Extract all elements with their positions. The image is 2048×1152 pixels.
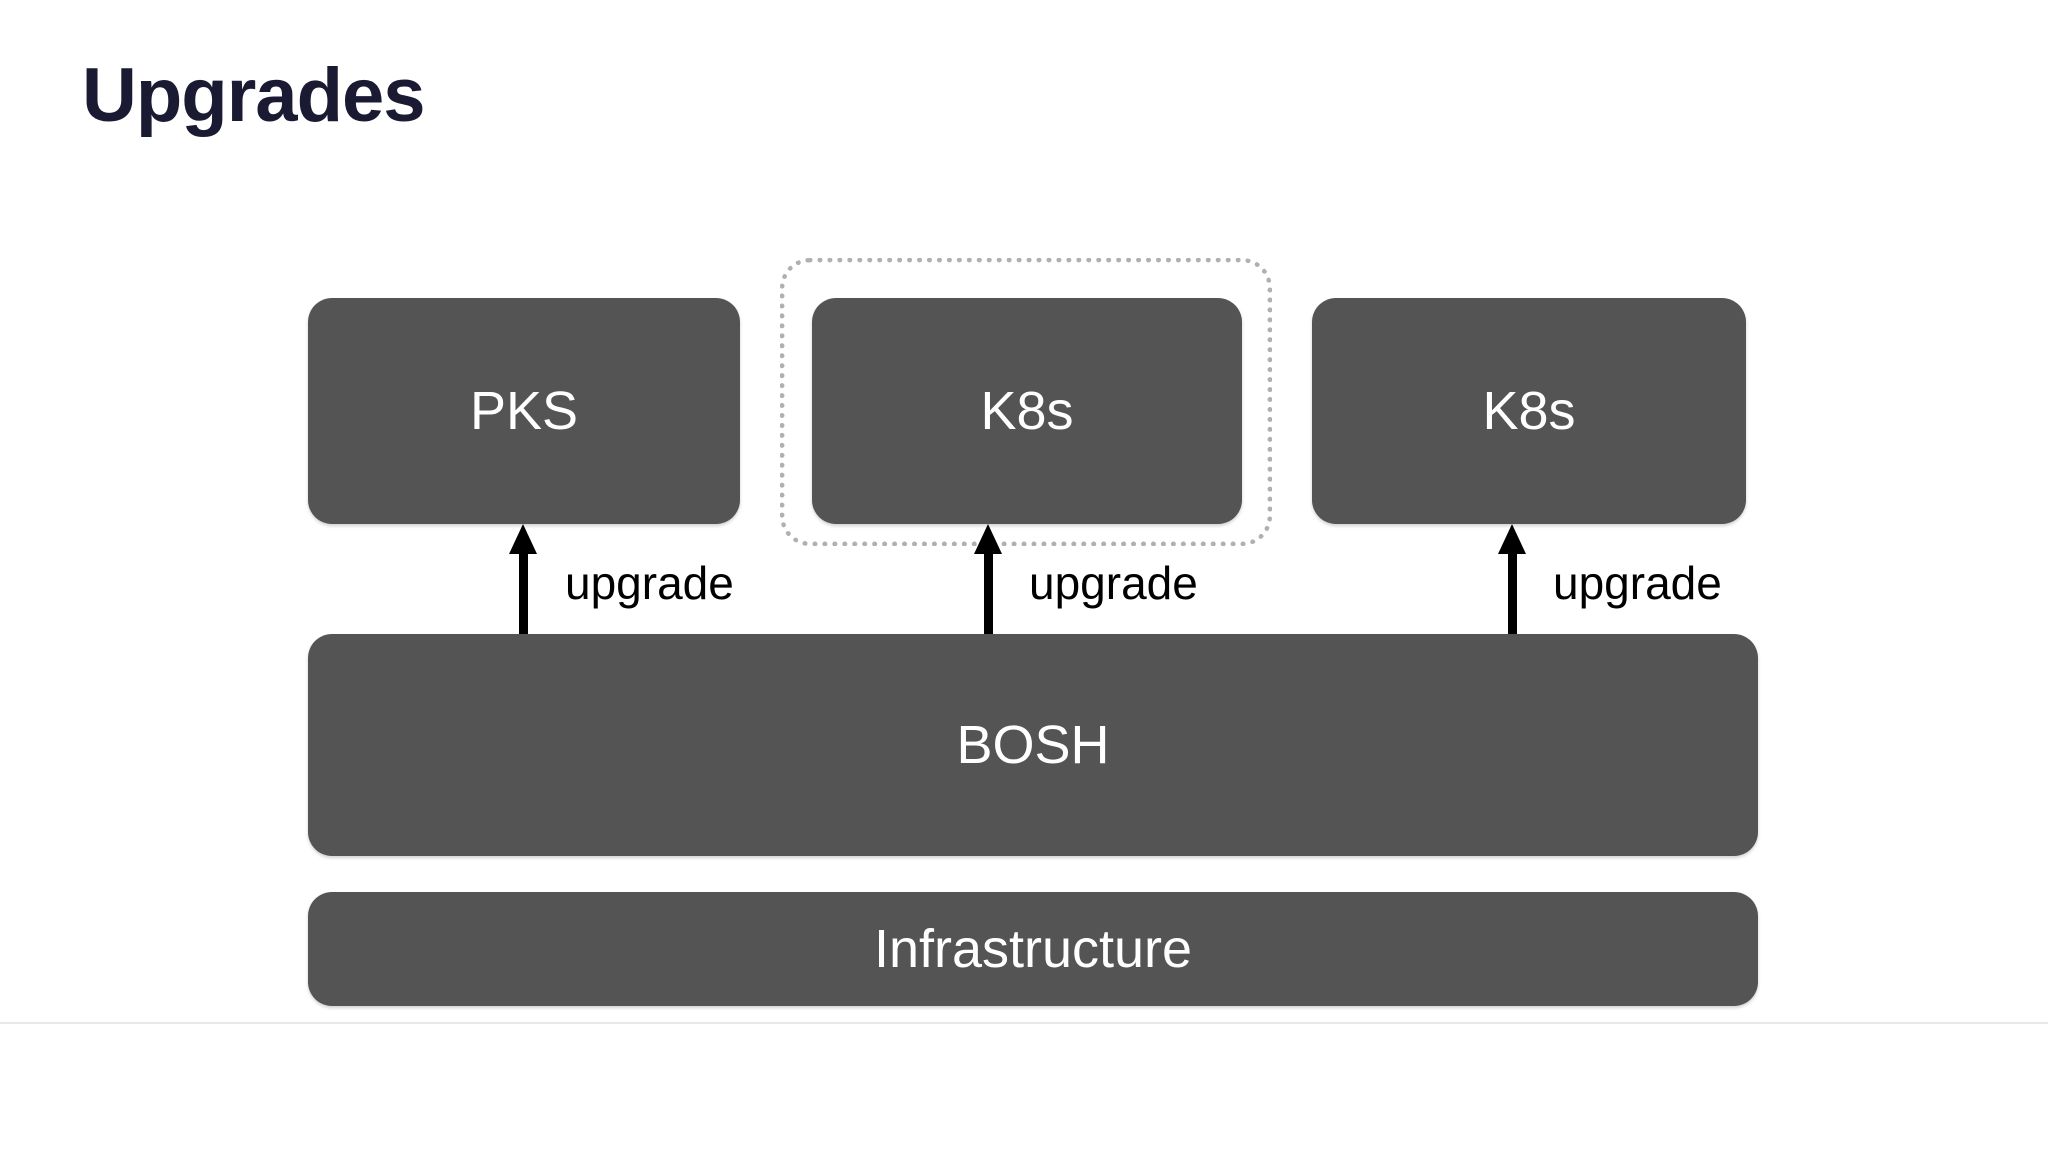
k8s-box-2[interactable]: K8s: [1312, 298, 1746, 524]
footer-divider: [0, 1022, 2048, 1024]
upgrade-arrow-k8s-2-icon: [1492, 524, 1532, 636]
selection-outline: [780, 258, 1272, 546]
upgrade-label-k8s-1: upgrade: [1029, 557, 1198, 609]
infrastructure-box-label: Infrastructure: [873, 919, 1193, 979]
pks-box[interactable]: PKS: [308, 298, 740, 524]
pks-box-label: PKS: [469, 381, 579, 441]
upgrade-label-pks: upgrade: [565, 557, 734, 609]
upgrade-label-k8s-2: upgrade: [1553, 557, 1722, 609]
arrow-shaft: [1508, 550, 1517, 636]
k8s-box-1[interactable]: K8s: [812, 298, 1242, 524]
architecture-diagram: PKS K8s K8s upgrade upgrade upgrade BOSH: [308, 258, 1758, 1006]
arrow-shaft: [519, 550, 528, 636]
k8s-box-1-label: K8s: [980, 381, 1074, 441]
upgrade-arrow-pks-icon: [503, 524, 543, 636]
upgrade-arrow-k8s-1-icon: [968, 524, 1008, 636]
bosh-box[interactable]: BOSH: [308, 634, 1758, 856]
arrow-head-icon: [974, 524, 1002, 554]
bosh-box-label: BOSH: [956, 715, 1110, 775]
arrow-shaft: [984, 550, 993, 636]
infrastructure-box[interactable]: Infrastructure: [308, 892, 1758, 1006]
page-title: Upgrades: [82, 53, 426, 138]
k8s-box-2-label: K8s: [1482, 381, 1576, 441]
arrow-head-icon: [1498, 524, 1526, 554]
slide-footer: SpringOne Platform by Pivotal. Unless ot…: [0, 1024, 2048, 1152]
arrow-head-icon: [509, 524, 537, 554]
